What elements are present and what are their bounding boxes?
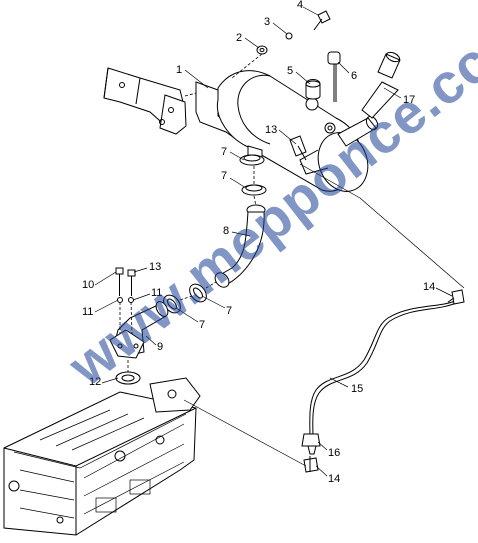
engine-block bbox=[3, 377, 201, 536]
callout-1: 1 bbox=[176, 64, 182, 76]
callout-14: 14 bbox=[423, 281, 435, 293]
callout-6: 6 bbox=[351, 70, 357, 82]
callout-13: 13 bbox=[265, 124, 277, 136]
callout-7: 7 bbox=[221, 170, 227, 182]
cable-fitting-16 bbox=[301, 433, 321, 455]
bolt-washer-stack bbox=[231, 10, 331, 79]
callout-5: 5 bbox=[287, 65, 293, 77]
hose-clamps-upper bbox=[239, 154, 267, 207]
callout-4: 4 bbox=[297, 0, 303, 11]
callout-8: 8 bbox=[223, 225, 229, 237]
callout-9: 9 bbox=[157, 341, 163, 353]
callout-13: 13 bbox=[149, 261, 161, 273]
callout-16: 16 bbox=[328, 447, 340, 459]
cable-clip-14-lower bbox=[303, 456, 319, 473]
callout-14: 14 bbox=[328, 473, 340, 485]
elbow-pipe-9 bbox=[109, 301, 169, 359]
clip-13-upper bbox=[289, 135, 307, 161]
callout-2: 2 bbox=[236, 32, 242, 44]
callout-7: 7 bbox=[199, 319, 205, 331]
muffler-assembly bbox=[195, 70, 379, 192]
callout-7: 7 bbox=[226, 305, 232, 317]
gasket-12 bbox=[115, 360, 141, 385]
callout-labels: 4 3 2 1 5 6 17 13 7 7 8 10 13 11 11 7 7 … bbox=[82, 0, 435, 485]
flange-bolts bbox=[115, 267, 136, 335]
callout-10: 10 bbox=[82, 279, 94, 291]
leader-lines bbox=[94, 6, 453, 477]
callout-11: 11 bbox=[82, 306, 93, 318]
cable-clip-14-right bbox=[447, 289, 465, 305]
sensor-cap bbox=[305, 79, 321, 100]
flexible-hose-8 bbox=[214, 204, 266, 288]
callout-3: 3 bbox=[264, 16, 270, 28]
callout-7: 7 bbox=[221, 146, 227, 158]
callout-15: 15 bbox=[351, 383, 363, 395]
temperature-probe bbox=[327, 51, 341, 102]
mounting-bracket bbox=[103, 67, 201, 135]
callout-17: 17 bbox=[403, 94, 415, 106]
reference-lines bbox=[183, 163, 465, 467]
callout-12: 12 bbox=[89, 376, 101, 388]
callout-11: 11 bbox=[151, 287, 162, 299]
cable-15 bbox=[309, 299, 459, 439]
